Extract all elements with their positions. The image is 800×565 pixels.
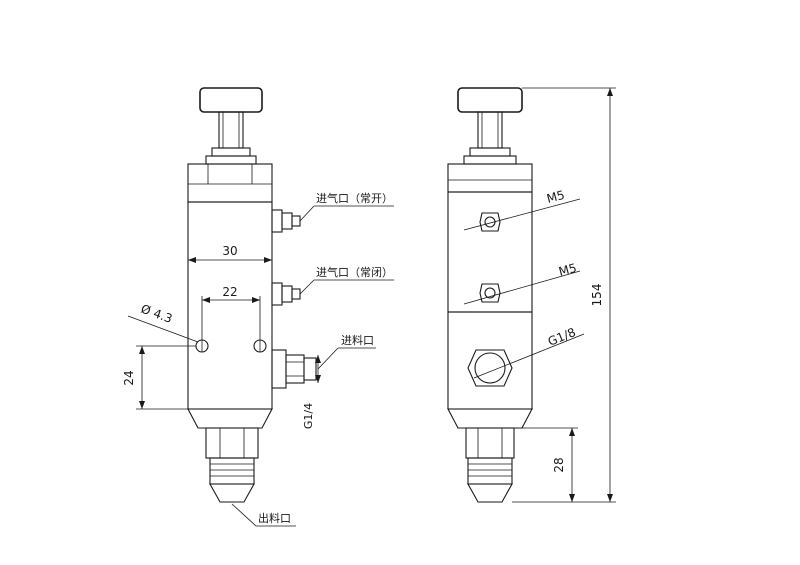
dim-total-height-text: 154 [590, 284, 604, 307]
callout-feed-inlet-text: 进料口 [341, 333, 374, 347]
air-fitting-upper [271, 209, 301, 233]
side-view: M5 M5 G1/8 154 28 [447, 87, 616, 503]
dim-body-width-text: 30 [222, 244, 237, 258]
front-knob [199, 87, 263, 113]
dim-thread-text: G1/4 [302, 403, 315, 429]
front-view: 30 22 Ø 4.3 24 G1/ [122, 87, 394, 527]
side-nozzle-body [465, 427, 515, 459]
dim-nozzle-height-text: 28 [552, 457, 566, 472]
front-main-body [187, 201, 273, 410]
front-bottom-taper [187, 408, 273, 429]
callout-m5-upper: M5 [463, 188, 581, 231]
dim-nozzle-height: 28 [522, 427, 578, 502]
side-top-cap [447, 163, 533, 193]
callout-feed-inlet: 进料口 [317, 333, 376, 370]
dim-hole-spacing: 22 [201, 285, 261, 352]
dim-body-width: 30 [188, 244, 272, 263]
callout-outlet: 出料口 [231, 503, 296, 527]
side-upper-body [447, 191, 533, 313]
callout-outlet-text: 出料口 [258, 511, 291, 525]
dim-total-height: 154 [512, 87, 616, 503]
feed-inlet-fitting [271, 349, 317, 389]
callout-inlet-closed: 进气口（常闭） [299, 265, 394, 295]
callout-m5-upper-text: M5 [545, 188, 566, 206]
front-top-cap [187, 163, 273, 203]
callout-inlet-closed-text: 进气口（常闭） [316, 265, 393, 279]
front-nozzle-body [205, 427, 259, 459]
front-collar [211, 147, 251, 157]
dim-thread: G1/4 [302, 355, 321, 429]
callout-g18: G1/8 [473, 325, 585, 379]
dim-hole-height: 24 [122, 345, 196, 410]
port-g18 [467, 349, 513, 387]
callout-inlet-open-text: 进气口（常开） [316, 191, 393, 205]
callout-g18-text: G1/8 [546, 325, 578, 349]
side-bottom-taper [447, 408, 533, 429]
side-nozzle-tip [467, 483, 513, 503]
port-m5-upper [479, 212, 501, 232]
port-m5-lower [479, 283, 501, 303]
air-fitting-lower [271, 282, 301, 306]
callout-m5-lower: M5 [463, 261, 581, 305]
front-nozzle-tip [209, 483, 255, 503]
dim-hole-spacing-text: 22 [222, 285, 237, 299]
dim-hole-height-text: 24 [122, 370, 136, 385]
side-knob [457, 87, 523, 113]
callout-m5-lower-text: M5 [557, 261, 578, 279]
callout-inlet-open: 进气口（常开） [299, 191, 394, 222]
side-lower-body [447, 311, 533, 410]
